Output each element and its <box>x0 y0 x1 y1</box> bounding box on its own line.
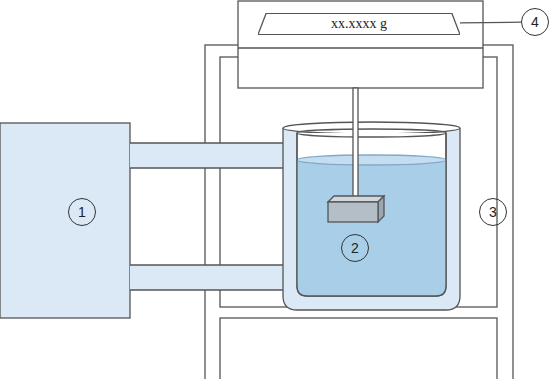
callout-number: 1 <box>68 198 96 226</box>
callout-number: 3 <box>479 198 507 226</box>
sample-top <box>328 196 384 202</box>
hanging-rod <box>353 88 358 200</box>
liquid-surface <box>297 155 446 165</box>
stand-base <box>220 318 497 379</box>
display-reading: xx.xxxx g <box>331 16 387 32</box>
callout-number: 2 <box>341 234 369 262</box>
callout-number: 4 <box>521 8 549 36</box>
callout-label: 2 <box>351 240 359 256</box>
sample-front <box>328 202 378 222</box>
balance-body <box>238 1 483 88</box>
display-window: xx.xxxx g <box>258 13 460 35</box>
vessel-jacket <box>283 128 460 310</box>
inner-rim <box>297 129 446 137</box>
lower-pipe <box>130 265 300 290</box>
inner-vessel <box>297 133 446 296</box>
upper-pipe <box>130 143 300 168</box>
sample-side <box>378 196 384 222</box>
thermostat-box <box>0 123 130 318</box>
balance-divider <box>238 47 483 48</box>
liquid <box>297 160 446 296</box>
leader-line <box>460 22 521 24</box>
stand-frame <box>205 45 513 379</box>
callout-label: 3 <box>489 204 497 220</box>
inner-vessel-outline <box>297 133 446 296</box>
callout-label: 1 <box>78 204 86 220</box>
callout-label: 4 <box>531 14 539 30</box>
jacket-rim <box>283 122 460 134</box>
